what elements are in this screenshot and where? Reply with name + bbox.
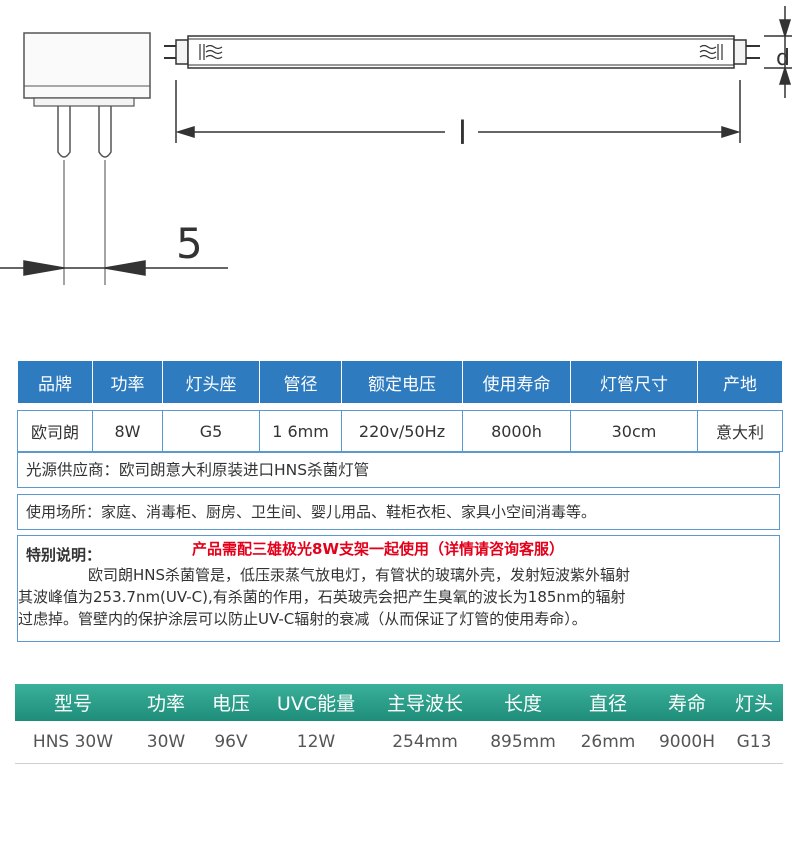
table-cell: 30cm (570, 410, 698, 452)
table-cell: G13 (725, 721, 783, 764)
table-cell: 1 6mm (259, 410, 342, 452)
special-note-line: 过虑掉。管壁内的保护涂层可以防止UV-C辐射的衰减（从而保证了灯管的使用寿命）。 (18, 610, 587, 628)
header-cell: 灯管尺寸 (570, 361, 698, 403)
supplier-line: 光源供应商：欧司朗意大利原装进口HNS杀菌灯管 (17, 452, 780, 488)
table-cell: 8000h (462, 410, 571, 452)
table-cell: 96V (201, 721, 261, 764)
table-cell: G5 (162, 410, 260, 452)
header-cell: 功率 (131, 684, 201, 721)
header-cell: 产地 (697, 361, 783, 403)
diameter-label: d (776, 46, 790, 71)
header-cell: 灯头 (725, 684, 783, 721)
header-cell: 管径 (259, 361, 342, 403)
header-cell: 主导波长 (371, 684, 479, 721)
table-cell: 9000H (649, 721, 725, 764)
table-cell: 12W (261, 721, 371, 764)
header-cell: 品牌 (17, 361, 93, 403)
model-table: 型号 功率 电压 UVC能量 主导波长 长度 直径 寿命 灯头 HNS 30W … (15, 684, 783, 764)
special-note-line: 其波峰值为253.7nm(UV-C),有杀菌的作用，石英玻壳会把产生臭氧的波长为… (18, 588, 626, 606)
table-cell: 254mm (371, 721, 479, 764)
table-cell: 895mm (479, 721, 567, 764)
diameter-dimension (764, 6, 792, 98)
table-cell: 8W (92, 410, 163, 452)
table-cell: 欧司朗 (17, 410, 93, 452)
spec-table: 品牌 功率 灯头座 管径 额定电压 使用寿命 灯管尺寸 产地 欧司朗 8W G5… (17, 361, 783, 452)
special-note: 特别说明： 产品需配三雄极光8W支架一起使用（详情请咨询客服） 欧司朗HNS杀菌… (17, 535, 780, 642)
pin-spacing-label: 5 (176, 219, 203, 268)
table-cell: HNS 30W (15, 721, 131, 764)
model-table-header: 型号 功率 电压 UVC能量 主导波长 长度 直径 寿命 灯头 (15, 684, 783, 721)
header-cell: 型号 (15, 684, 131, 721)
lamp-base-side-view (23, 32, 151, 285)
header-cell: 直径 (567, 684, 649, 721)
special-note-line: 欧司朗HNS杀菌管是，低压汞蒸气放电灯，有管状的玻璃外壳，发射短波紫外辐射 (88, 566, 631, 584)
usage-line: 使用场所：家庭、消毒柜、厨房、卫生间、婴儿用品、鞋柜衣柜、家具小空间消毒等。 (17, 494, 780, 530)
header-cell: 长度 (479, 684, 567, 721)
table-row: HNS 30W 30W 96V 12W 254mm 895mm 26mm 900… (15, 721, 783, 764)
length-label: l (458, 114, 467, 152)
lamp-technical-drawing: 5 l d (0, 6, 792, 285)
table-cell: 意大利 (697, 410, 783, 452)
table-cell: 220v/50Hz (341, 410, 463, 452)
uv-tube-drawing (164, 35, 760, 69)
special-note-label: 特别说明： (26, 546, 102, 564)
pin-spacing-dimension (0, 260, 228, 276)
bracket-required-notice: 产品需配三雄极光8W支架一起使用（详情请咨询客服） (192, 540, 564, 558)
header-cell: 功率 (92, 361, 163, 403)
header-cell: 灯头座 (162, 361, 260, 403)
header-cell: UVC能量 (261, 684, 371, 721)
table-cell: 30W (131, 721, 201, 764)
length-dimension (175, 80, 741, 143)
table-row: 欧司朗 8W G5 1 6mm 220v/50Hz 8000h 30cm 意大利 (17, 410, 783, 452)
header-cell: 额定电压 (341, 361, 463, 403)
header-cell: 电压 (201, 684, 261, 721)
header-cell: 寿命 (649, 684, 725, 721)
spec-table-header: 品牌 功率 灯头座 管径 额定电压 使用寿命 灯管尺寸 产地 (17, 361, 783, 403)
table-cell: 26mm (567, 721, 649, 764)
header-cell: 使用寿命 (462, 361, 571, 403)
